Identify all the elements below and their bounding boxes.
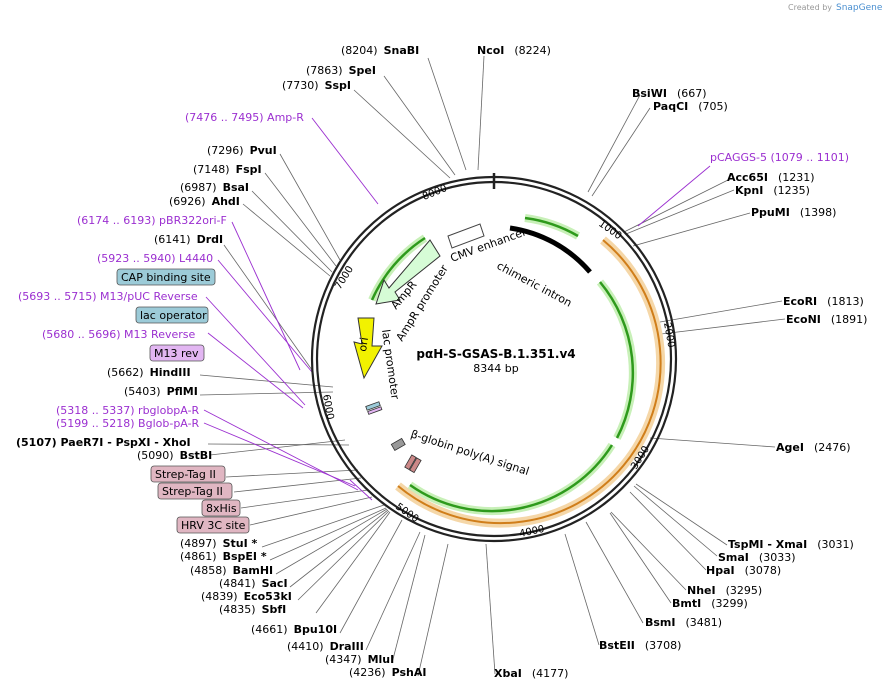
primer-rbglobpa-r[interactable]: (5318 .. 5337) rbglobpA-R <box>56 404 200 417</box>
green-arrow-2 <box>599 281 635 439</box>
plasmid-name: pαH-S-GSAS-B.1.351.v4 <box>416 347 575 361</box>
right-labels: NcoI(8224) BsiWI(667) PaqCI(705) pCAGGS-… <box>477 44 867 680</box>
site-fspi[interactable]: (7148)FspI <box>193 163 262 176</box>
strep-tag-label-2: Strep-Tag II <box>162 485 223 498</box>
ampr-arrow <box>375 239 441 305</box>
site-eco53ki[interactable]: (4839)Eco53kI <box>201 590 292 603</box>
cap-binding-site-box[interactable] <box>116 268 216 286</box>
site-xbai[interactable]: XbaI(4177) <box>494 667 568 680</box>
site-drdi[interactable]: (6141)DrdI <box>154 233 223 246</box>
strep-tag-box-2[interactable] <box>157 482 233 500</box>
chimeric-intron-bar <box>509 225 592 274</box>
site-tspmi-xmai[interactable]: TspMI - XmaI(3031) <box>728 538 854 551</box>
site-nhei[interactable]: NheI(3295) <box>687 584 762 597</box>
site-smai[interactable]: SmaI(3033) <box>718 551 795 564</box>
credit-text: Created by <box>788 3 832 12</box>
site-sspi[interactable]: (7730)SspI <box>282 79 351 92</box>
site-pshai[interactable]: (4236)PshAI <box>349 666 426 679</box>
ring-tick-6000: 6000 <box>320 394 335 421</box>
ring-tick-1000: 1000 <box>596 218 623 242</box>
snapgene-logo: SnapGene <box>836 3 883 13</box>
site-econi[interactable]: EcoNI(1891) <box>786 313 867 326</box>
feature-ori: ori <box>356 336 371 352</box>
m13-rev-mark <box>367 406 383 415</box>
strep-tag-label-1: Strep-Tag II <box>155 468 216 481</box>
primer-pbr322ori-f[interactable]: (6174 .. 6193) pBR322ori-F <box>77 214 227 227</box>
site-hindiii[interactable]: (5662)HindIII <box>107 366 191 379</box>
primer-m13-puc-reverse[interactable]: (5693 .. 5715) M13/pUC Reverse <box>18 290 198 303</box>
site-spei[interactable]: (7863)SpeI <box>306 64 376 77</box>
hrv-3c-site-box[interactable] <box>176 516 250 534</box>
site-bsai[interactable]: (6987)BsaI <box>180 181 249 194</box>
site-bamhi[interactable]: (4858)BamHI <box>190 564 273 577</box>
site-acc65i[interactable]: Acc65I(1231) <box>727 171 815 184</box>
site-bsteii[interactable]: BstEII(3708) <box>599 639 681 652</box>
site-mlui[interactable]: (4347)MluI <box>325 653 394 666</box>
green-arrow-1 <box>524 216 579 238</box>
site-bspei[interactable]: (4861)BspEI * <box>180 550 267 563</box>
site-paer7i-pspxi-xhoi[interactable]: (5107) PaeR7I - PspXI - XhoI <box>16 436 191 449</box>
site-bsiwi[interactable]: BsiWI(667) <box>632 87 707 100</box>
tag-mark-2 <box>409 457 422 474</box>
ori-arrow <box>353 317 383 380</box>
ring-tick-8000: 8000 <box>421 183 449 203</box>
site-paqci[interactable]: PaqCI(705) <box>653 100 728 113</box>
site-hpai[interactable]: HpaI(3078) <box>706 564 781 577</box>
site-bmti[interactable]: BmtI(3299) <box>672 597 748 610</box>
his-tag-box[interactable] <box>201 499 241 517</box>
site-bpu10i[interactable]: (4661)Bpu10I <box>251 623 337 636</box>
feature-bglobin-polya: β-globin poly(A) signal <box>409 427 531 478</box>
bglobin-mark <box>390 437 406 452</box>
feature-chimeric-intron: chimeric intron <box>495 259 574 309</box>
hrv-3c-site-label: HRV 3C site <box>181 519 246 532</box>
spike-cds-arrow <box>397 239 662 525</box>
site-ahdi[interactable]: (6926)AhdI <box>169 195 240 208</box>
green-arrow-4 <box>370 236 426 301</box>
primer-leader-lines <box>203 117 711 501</box>
green-arrow-3 <box>409 444 614 513</box>
site-kpni[interactable]: KpnI(1235) <box>735 184 810 197</box>
left-labels: (8204)SnaBI (7863)SpeI (7730)SspI (7476 … <box>16 44 426 679</box>
site-ecori[interactable]: EcoRI(1813) <box>783 295 864 308</box>
primer-amp-r[interactable]: (7476 .. 7495) Amp-R <box>185 111 304 124</box>
site-pflmi[interactable]: (5403)PflMI <box>124 385 198 398</box>
cmv-enhancer-box <box>447 223 485 249</box>
lac-operator-box[interactable] <box>135 306 209 324</box>
site-draiii[interactable]: (4410)DraIII <box>287 640 364 653</box>
site-bstbi[interactable]: (5090)BstBI <box>137 449 212 462</box>
site-ncoi[interactable]: NcoI(8224) <box>477 44 551 57</box>
cap-binding-site-label: CAP binding site <box>121 271 211 284</box>
m13-rev-box[interactable] <box>149 344 205 362</box>
site-agei[interactable]: AgeI(2476) <box>776 441 851 454</box>
site-pvui[interactable]: (7296)PvuI <box>207 144 277 157</box>
cap-binding-site-mark <box>365 401 381 411</box>
site-saci[interactable]: (4841)SacI <box>219 577 288 590</box>
ring-tick-2000: 2000 <box>661 322 676 349</box>
site-bsmi[interactable]: BsmI(3481) <box>645 616 722 629</box>
strep-tag-box-1[interactable] <box>150 465 226 483</box>
site-ppumi[interactable]: PpuMI(1398) <box>751 206 836 219</box>
his-tag-label: 8xHis <box>206 502 237 515</box>
site-snabi[interactable]: (8204)SnaBI <box>341 44 419 57</box>
plasmid-size: 8344 bp <box>473 362 518 375</box>
primer-pcaggs-5[interactable]: pCAGGS-5 (1079 .. 1101) <box>710 151 849 164</box>
ring-tick-4000: 4000 <box>518 524 545 540</box>
lac-operator-label: lac operator <box>140 309 207 322</box>
m13-rev-label: M13 rev <box>154 347 199 360</box>
primer-m13-reverse[interactable]: (5680 .. 5696) M13 Reverse <box>42 328 195 341</box>
primer-l4440[interactable]: (5923 .. 5940) L4440 <box>97 252 213 265</box>
tag-mark-1 <box>404 454 417 471</box>
primer-bglob-pa-r[interactable]: (5199 .. 5218) Bglob-pA-R <box>56 417 200 430</box>
site-sbfi[interactable]: (4835)SbfI <box>219 603 286 616</box>
ring-tick-5000: 5000 <box>393 501 420 525</box>
site-stui[interactable]: (4897)StuI * <box>180 537 258 550</box>
